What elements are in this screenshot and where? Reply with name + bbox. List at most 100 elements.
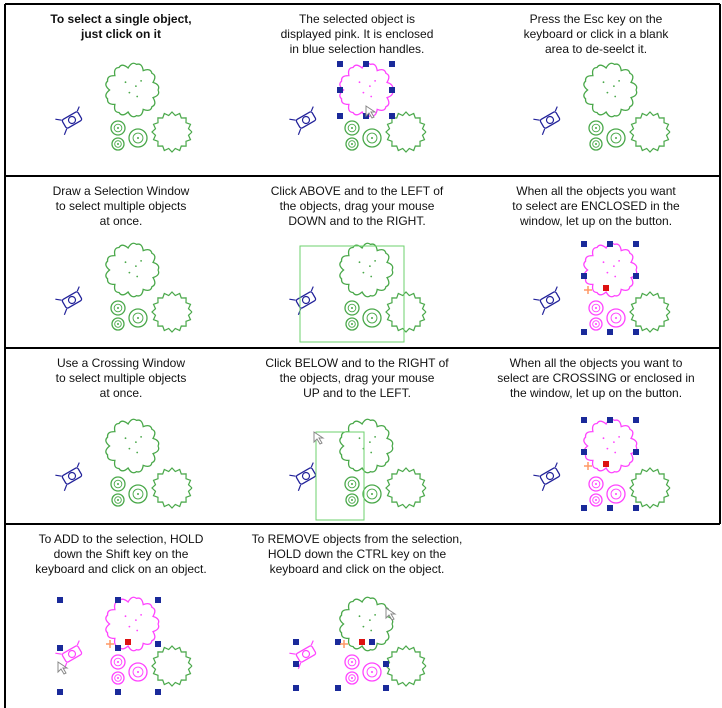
selection-handle-icon xyxy=(633,505,639,511)
selection-handle-icon xyxy=(369,639,375,645)
caption-line: To REMOVE objects from the selection, xyxy=(251,532,463,546)
selection-handle-icon xyxy=(155,689,161,695)
shrub-icon xyxy=(110,476,126,492)
selection-handle-icon xyxy=(293,661,299,667)
panel-11-scene xyxy=(289,596,427,691)
caption-line: UP and to the LEFT. xyxy=(303,386,411,400)
selection-handle-icon xyxy=(155,641,161,647)
selection-handle-icon xyxy=(581,505,587,511)
round-tree-icon xyxy=(583,418,638,474)
selection-handle-icon xyxy=(633,241,639,247)
shrub-icon xyxy=(345,671,359,685)
panel-5-scene xyxy=(289,242,427,343)
selection-handle-icon xyxy=(383,685,389,691)
person-figure-icon xyxy=(533,286,561,316)
shrub-icon xyxy=(345,493,359,507)
spiky-tree-icon xyxy=(385,467,427,509)
round-tree-icon xyxy=(339,242,394,298)
person-figure-icon xyxy=(55,106,83,136)
person-figure-icon xyxy=(289,286,317,316)
panel-10-scene xyxy=(55,596,193,695)
selection-handle-icon xyxy=(389,61,395,67)
person-figure-icon xyxy=(533,106,561,136)
caption-line: When all the objects you want to xyxy=(509,356,683,370)
selection-window xyxy=(315,431,365,521)
shrub-icon xyxy=(362,662,382,682)
selection-handle-icon xyxy=(383,661,389,667)
shrub-icon xyxy=(588,476,604,492)
selection-handle-icon xyxy=(335,685,341,691)
spiky-tree-icon xyxy=(151,645,193,687)
shrub-icon xyxy=(362,128,382,148)
selection-handle-icon xyxy=(607,417,613,423)
selection-handle-icon xyxy=(337,87,343,93)
selection-handle-icon xyxy=(389,113,395,119)
shrub-icon xyxy=(110,120,126,136)
selection-handle-icon xyxy=(337,61,343,67)
caption-line: To ADD to the selection, HOLD xyxy=(38,532,204,546)
person-figure-icon xyxy=(55,462,83,492)
shrub-icon xyxy=(128,128,148,148)
grip-point-icon xyxy=(359,639,365,645)
shrub-icon xyxy=(362,484,382,504)
panel-9-scene xyxy=(533,417,671,511)
caption-line: to select multiple objects xyxy=(55,199,187,213)
spiky-tree-icon xyxy=(151,467,193,509)
selection-handle-icon xyxy=(607,505,613,511)
selection-handle-icon xyxy=(581,241,587,247)
caption-line: keyboard and click on an object. xyxy=(35,562,207,576)
panel-8-scene xyxy=(289,418,427,521)
shrub-icon xyxy=(344,654,360,670)
selection-handle-icon xyxy=(293,639,299,645)
caption-line: just click on it xyxy=(80,27,161,41)
grip-point-icon xyxy=(603,285,609,291)
selection-handle-icon xyxy=(633,417,639,423)
panel-7-scene xyxy=(55,418,193,509)
selection-handle-icon xyxy=(633,329,639,335)
spiky-tree-icon xyxy=(151,111,193,153)
shrub-icon xyxy=(588,120,604,136)
person-figure-icon xyxy=(289,106,317,136)
shrub-icon xyxy=(111,671,125,685)
selection-handle-icon xyxy=(363,61,369,67)
selection-handle-icon xyxy=(115,645,121,651)
shrub-icon xyxy=(606,484,626,504)
selection-handle-icon xyxy=(335,639,341,645)
selection-window xyxy=(299,245,405,343)
round-tree-icon xyxy=(105,62,160,118)
selection-handle-icon xyxy=(337,113,343,119)
caption-line: Use a Crossing Window xyxy=(56,356,186,370)
snap-marker-icon xyxy=(584,462,592,470)
shrub-icon xyxy=(111,493,125,507)
round-tree-icon xyxy=(105,596,160,652)
caption-line: area to de-seelct it. xyxy=(544,42,648,56)
panel-11-caption: To REMOVE objects from the selection,HOL… xyxy=(240,532,474,577)
caption-line: the objects, drag your mouse xyxy=(279,371,435,385)
person-figure-icon xyxy=(289,640,317,670)
spiky-tree-icon xyxy=(151,291,193,333)
panel-2-scene xyxy=(289,61,427,153)
shrub-icon xyxy=(589,493,603,507)
shrub-icon xyxy=(110,654,126,670)
selection-handle-icon xyxy=(581,449,587,455)
shrub-icon xyxy=(128,484,148,504)
round-tree-icon xyxy=(583,62,638,118)
selection-handle-icon xyxy=(57,689,63,695)
caption-line: The selected object is xyxy=(298,12,416,26)
snap-marker-icon xyxy=(340,640,348,648)
caption-line: at once. xyxy=(99,386,143,400)
caption-line: Draw a Selection Window xyxy=(52,184,190,198)
person-figure-icon xyxy=(55,286,83,316)
selection-handle-icon xyxy=(389,87,395,93)
shrub-icon xyxy=(589,317,603,331)
grip-point-icon xyxy=(603,461,609,467)
caption-line: When all the objects you want xyxy=(516,184,676,198)
selection-handle-icon xyxy=(115,689,121,695)
panel-3-scene xyxy=(533,62,671,153)
shrub-icon xyxy=(111,137,125,151)
